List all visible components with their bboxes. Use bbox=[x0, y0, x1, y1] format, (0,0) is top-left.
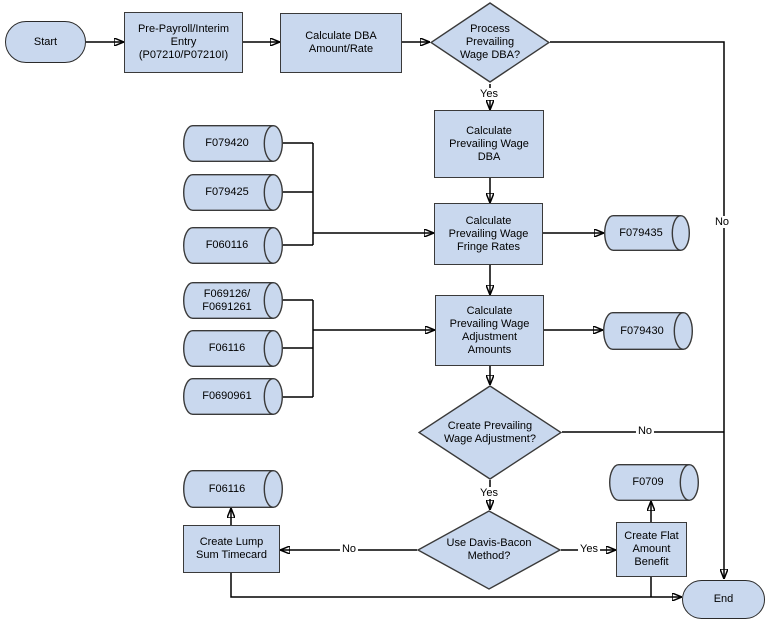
edge-label-process-no: No bbox=[712, 216, 732, 228]
cylinder-shape bbox=[603, 312, 693, 350]
cylinder-shape bbox=[183, 282, 283, 319]
table-f079435: F079435 bbox=[604, 215, 690, 251]
process-calculate-prevailing-wage-fringe-rates: Calculate Prevailing Wage Fringe Rates bbox=[434, 203, 543, 265]
edge-label-adjustment-yes: Yes bbox=[478, 487, 500, 499]
table-f079425: F079425 bbox=[183, 174, 283, 211]
process-create-lump-sum-timecard: Create Lump Sum Timecard bbox=[183, 525, 280, 573]
process-calculate-prevailing-wage-adjustment-amounts: Calculate Prevailing Wage Adjustment Amo… bbox=[435, 295, 544, 366]
diamond-shape bbox=[430, 2, 550, 83]
table-f060116: F060116 bbox=[183, 227, 283, 264]
edge-label-adjustment-no: No bbox=[635, 425, 655, 437]
decision-use-davis-bacon-method: Use Davis-Bacon Method? bbox=[417, 510, 561, 590]
decision-create-prevailing-wage-adjustment: Create Prevailing Wage Adjustment? bbox=[418, 385, 562, 480]
cylinder-shape bbox=[183, 174, 283, 211]
table-f06116-input: F06116 bbox=[183, 330, 283, 367]
diamond-shape bbox=[417, 510, 561, 590]
edge-label-davis-no: No bbox=[339, 543, 359, 555]
process-pre-payroll-interim-entry: Pre-Payroll/Interim Entry (P07210/P07210… bbox=[124, 12, 243, 73]
cylinder-shape bbox=[609, 464, 699, 501]
edge-label-process-yes: Yes bbox=[478, 88, 500, 100]
cylinder-shape bbox=[183, 125, 283, 162]
edge-label-davis-yes: Yes bbox=[578, 543, 600, 555]
diamond-shape bbox=[418, 385, 562, 480]
cylinder-shape bbox=[183, 330, 283, 367]
table-f069126-f0691261: F069126/ F0691261 bbox=[183, 282, 283, 319]
process-calculate-prevailing-wage-dba: Calculate Prevailing Wage DBA bbox=[434, 110, 544, 178]
table-f0690961: F0690961 bbox=[183, 378, 283, 415]
cylinder-shape bbox=[604, 215, 690, 251]
process-calculate-dba-amount-rate: Calculate DBA Amount/Rate bbox=[280, 13, 402, 73]
cylinder-shape bbox=[183, 378, 283, 415]
decision-process-prevailing-wage-dba: Process Prevailing Wage DBA? bbox=[430, 2, 550, 83]
table-f06116-output: F06116 bbox=[183, 470, 283, 508]
table-f079420: F079420 bbox=[183, 125, 283, 162]
process-create-flat-amount-benefit: Create Flat Amount Benefit bbox=[616, 522, 687, 577]
start-terminator: Start bbox=[5, 21, 86, 63]
table-f0709: F0709 bbox=[609, 464, 699, 501]
end-terminator: End bbox=[682, 580, 765, 619]
cylinder-shape bbox=[183, 470, 283, 508]
table-f079430: F079430 bbox=[603, 312, 693, 350]
cylinder-shape bbox=[183, 227, 283, 264]
